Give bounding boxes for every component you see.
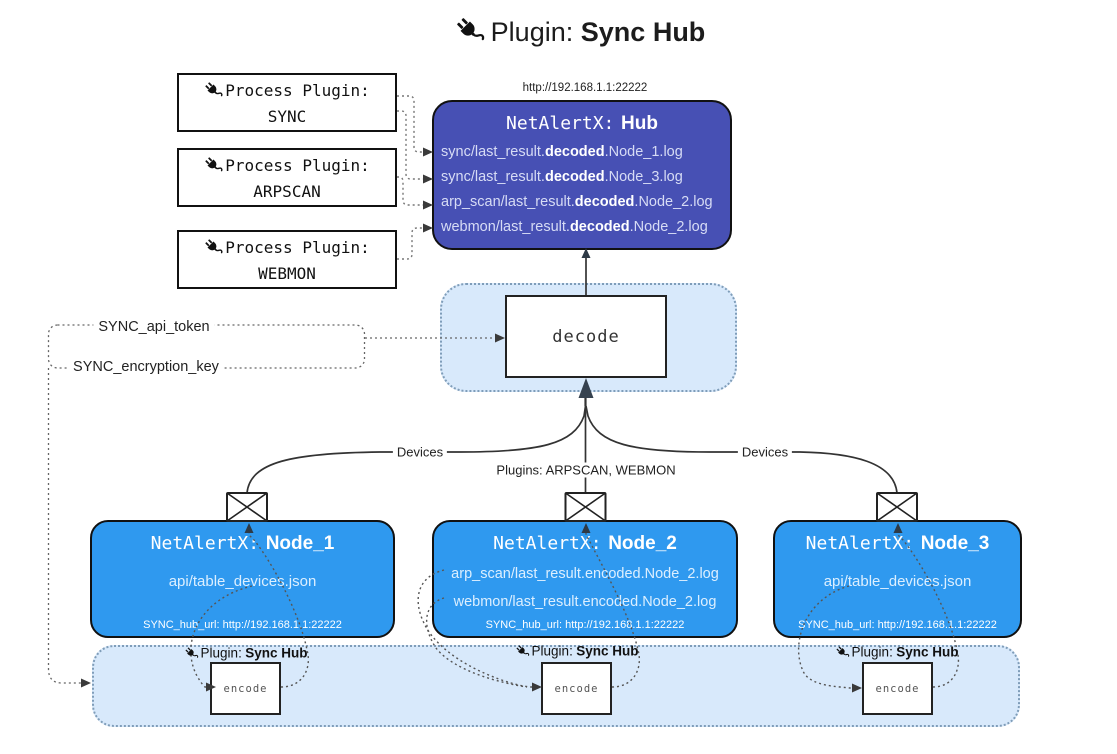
envelope-icon bbox=[564, 492, 607, 522]
edge-label-devices-left: Devices bbox=[392, 444, 448, 460]
node-line: api/table_devices.json bbox=[823, 573, 972, 590]
setting-api-token-label: SYNC_api_token bbox=[93, 319, 215, 335]
node-line: webmon/last_result.encoded.Node_2.log bbox=[453, 594, 717, 610]
node-line: api/table_devices.json bbox=[168, 573, 317, 590]
node-hub-url: SYNC_hub_url: http://192.168.1.1:22222 bbox=[485, 619, 685, 631]
edge-label-devices-right: Devices bbox=[737, 444, 793, 460]
process-plugin-label: Process Plugin: bbox=[225, 156, 370, 175]
process-plugin-box-webmon: Process Plugin: WEBMON bbox=[177, 230, 397, 289]
page-title-prefix: Plugin: bbox=[490, 17, 574, 47]
setting-encryption-key-label: SYNC_encryption_key bbox=[68, 359, 224, 375]
node-content: api/table_devices.json bbox=[92, 568, 393, 596]
hub-name-prefix: NetAlertX: bbox=[506, 113, 615, 134]
decode-label: decode bbox=[552, 326, 620, 347]
node-box-node1: NetAlertX:Node_1 api/table_devices.json … bbox=[90, 520, 395, 638]
node-title: NetAlertX:Node_1 bbox=[150, 533, 335, 554]
page-title: Plugin:Sync Hub bbox=[380, 16, 780, 48]
encode-plugin-label-1: Plugin:Sync Hub bbox=[185, 646, 307, 661]
edge-sync-to-hub-2 bbox=[397, 110, 433, 184]
process-plugin-box-arpscan: Process Plugin: ARPSCAN bbox=[177, 148, 397, 207]
node-box-node3: NetAlertX:Node_3 api/table_devices.json … bbox=[773, 520, 1022, 638]
encode-box-2: encode bbox=[541, 662, 612, 715]
hub-log-item: sync/last_result.decoded.Node_3.log bbox=[441, 169, 683, 185]
edge-sync-to-hub-1 bbox=[397, 95, 433, 157]
edge-settings-to-encode-panel bbox=[47, 368, 91, 688]
edge-webmon-to-hub bbox=[397, 223, 433, 260]
encode-label-text: encode bbox=[554, 682, 599, 695]
process-plugin-name: ARPSCAN bbox=[253, 182, 321, 201]
hub-url-label: http://192.168.1.1:22222 bbox=[522, 82, 648, 94]
process-plugin-name: WEBMON bbox=[258, 264, 316, 283]
plug-icon bbox=[204, 81, 223, 100]
hub-box: NetAlertX: Hub sync/last_result.decoded.N… bbox=[432, 100, 732, 250]
envelope-icon bbox=[876, 492, 918, 522]
plug-icon bbox=[516, 645, 530, 659]
process-plugin-label: Process Plugin: bbox=[225, 81, 370, 100]
hub-log-item: webmon/last_result.decoded.Node_2.log bbox=[441, 219, 708, 235]
hub-log-item: sync/last_result.decoded.Node_1.log bbox=[441, 144, 683, 160]
edge-arpscan-to-hub bbox=[397, 176, 433, 210]
encode-label-text: encode bbox=[875, 682, 920, 695]
hub-title: NetAlertX: Hub bbox=[434, 111, 730, 138]
encode-label-text: encode bbox=[223, 682, 268, 695]
plug-icon bbox=[455, 16, 485, 46]
process-plugin-box-sync: Process Plugin: SYNC bbox=[177, 73, 397, 132]
plug-icon bbox=[204, 156, 223, 175]
decode-box: decode bbox=[505, 295, 667, 378]
page-title-name: Sync Hub bbox=[580, 17, 706, 47]
node-content: api/table_devices.json bbox=[775, 568, 1020, 596]
encode-box-1: encode bbox=[210, 662, 281, 715]
hub-log-item: arp_scan/last_result.decoded.Node_2.log bbox=[441, 194, 713, 210]
plug-icon bbox=[836, 646, 850, 660]
plug-icon bbox=[204, 238, 223, 257]
encode-plugin-label-2: Plugin:Sync Hub bbox=[516, 644, 638, 659]
plug-icon bbox=[185, 647, 199, 661]
process-plugin-label: Process Plugin: bbox=[225, 238, 370, 257]
node-line: arp_scan/last_result.encoded.Node_2.log bbox=[451, 566, 719, 582]
edge-label-plugins-center: Plugins: ARPSCAN, WEBMON bbox=[492, 462, 680, 478]
node-content: arp_scan/last_result.encoded.Node_2.log … bbox=[434, 560, 736, 616]
node-hub-url: SYNC_hub_url: http://192.168.1.1:22222 bbox=[143, 619, 342, 631]
node-hub-url: SYNC_hub_url: http://192.168.1.1:22222 bbox=[798, 619, 997, 631]
node-box-node2: NetAlertX:Node_2 arp_scan/last_result.en… bbox=[432, 520, 738, 638]
node-title: NetAlertX:Node_2 bbox=[493, 533, 677, 554]
encode-plugin-label-3: Plugin:Sync Hub bbox=[836, 645, 958, 660]
process-plugin-name: SYNC bbox=[267, 107, 307, 126]
hub-name: Hub bbox=[621, 113, 658, 134]
hub-log-list: sync/last_result.decoded.Node_1.log sync… bbox=[434, 140, 730, 240]
envelope-icon bbox=[226, 492, 268, 522]
node-title: NetAlertX:Node_3 bbox=[805, 533, 990, 554]
encode-box-3: encode bbox=[862, 662, 933, 715]
